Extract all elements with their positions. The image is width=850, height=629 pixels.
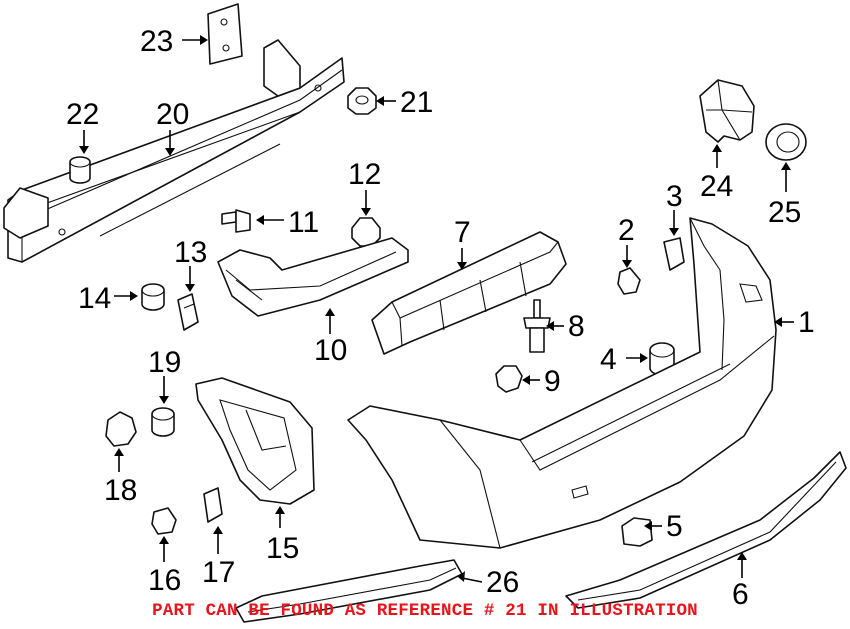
- part-17-clip: [203, 487, 223, 523]
- part-13-clip: [177, 293, 199, 331]
- part-5-sensor: [621, 517, 653, 547]
- part-3-clip: [663, 237, 685, 271]
- part-18-nut: [105, 411, 137, 447]
- part-2-screw: [617, 267, 641, 295]
- callout-18: 18: [104, 474, 137, 507]
- callout-numbers: 23 20 22 21 24 25 11 12 7 2 3 1 14 13 10…: [66, 25, 815, 611]
- callout-25: 25: [768, 196, 801, 229]
- callout-15: 15: [266, 532, 299, 565]
- callout-26: 26: [486, 566, 519, 599]
- callout-21: 21: [400, 86, 433, 119]
- part-14-spacer: [141, 283, 165, 311]
- part-15-liner-bracket: [195, 377, 315, 505]
- part-10-bracket: [217, 237, 409, 317]
- part-22-spacer: [69, 156, 91, 184]
- callout-10: 10: [314, 334, 347, 367]
- callout-23: 23: [140, 25, 173, 58]
- leader-lines: [79, 35, 794, 583]
- callout-2: 2: [618, 214, 635, 247]
- callout-11: 11: [288, 206, 319, 239]
- part-24-sensor-holder: [699, 79, 755, 143]
- part-7-energy-absorber: [371, 231, 567, 355]
- callout-16: 16: [148, 564, 181, 597]
- part-25-grommet: [765, 123, 807, 161]
- part-21-nut: [347, 87, 377, 115]
- part-11-screw: [221, 209, 251, 233]
- callout-20: 20: [156, 98, 189, 131]
- part-19-spacer: [151, 407, 175, 437]
- callout-14: 14: [78, 282, 111, 315]
- callout-3: 3: [666, 180, 683, 213]
- callout-13: 13: [174, 236, 207, 269]
- reference-note: PART CAN BE FOUND AS REFERENCE # 21 IN I…: [152, 601, 698, 621]
- callout-1: 1: [798, 306, 815, 339]
- callout-19: 19: [148, 346, 181, 379]
- callout-24: 24: [700, 170, 733, 203]
- callout-17: 17: [202, 556, 235, 589]
- part-20-reinforcement-beam: [3, 39, 345, 263]
- callout-12: 12: [348, 158, 381, 191]
- callout-8: 8: [568, 310, 585, 343]
- part-12-nut: [351, 217, 381, 247]
- callout-5: 5: [666, 510, 683, 543]
- callout-9: 9: [544, 365, 561, 398]
- callout-4: 4: [600, 343, 617, 376]
- callout-22: 22: [66, 98, 99, 131]
- part-9-nut: [495, 365, 523, 393]
- part-1-bumper-cover: [347, 217, 777, 549]
- part-8-stud: [523, 299, 551, 353]
- callout-7: 7: [454, 216, 471, 249]
- part-16-screw: [151, 507, 177, 535]
- callout-6: 6: [732, 578, 749, 611]
- part-23-bracket-plate: [207, 3, 243, 65]
- part-6-diffuser-trim: [565, 451, 847, 609]
